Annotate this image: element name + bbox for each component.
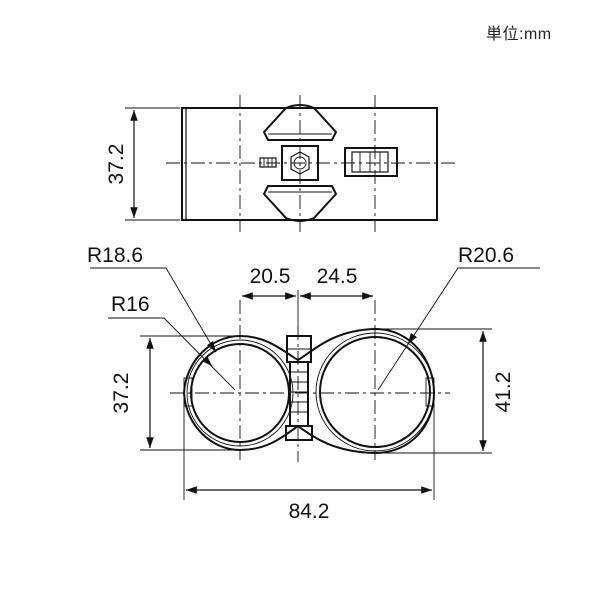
- total-width-dim: 84.2: [289, 500, 330, 523]
- outer-radius-left: R18.6: [87, 244, 143, 267]
- outer-radius-right: R20.6: [458, 244, 514, 267]
- right-lock-detail: [344, 147, 398, 177]
- clamp-wing-upper: [262, 104, 338, 141]
- clamp-wing-lower: [262, 185, 338, 222]
- unit-label: 単位:mm: [486, 26, 552, 43]
- front-height-left-dim: 37.2: [110, 373, 133, 414]
- inner-radius-left: R16: [111, 293, 150, 316]
- front-height-right-dim: 41.2: [492, 372, 515, 413]
- front-view: 20.5 24.5 R18.6 R16 R20.6 37.2 41.2 84.2: [87, 244, 540, 523]
- bolt-head: [281, 145, 319, 181]
- top-height-dim: 37.2: [105, 144, 128, 185]
- offset-left-dim: 20.5: [250, 265, 291, 288]
- top-view: 37.2: [105, 95, 455, 232]
- bolt-nut: [285, 425, 313, 441]
- offset-right-dim: 24.5: [317, 265, 358, 288]
